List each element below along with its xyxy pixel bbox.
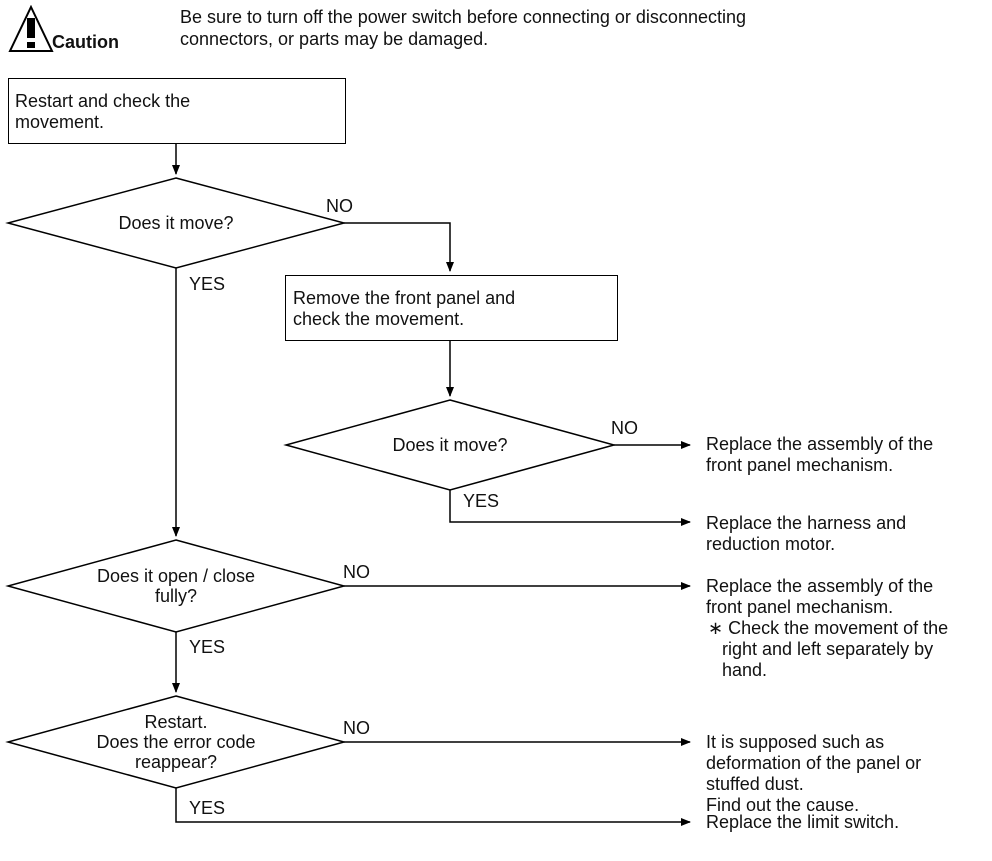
decision4-question-line-2: Does the error code [96, 732, 256, 752]
decision3-no-label: NO [343, 562, 370, 582]
decision3-yes-label: YES [189, 637, 226, 657]
result-limit-switch-line-1: Replace the limit switch. [706, 812, 900, 832]
result-replace-panel-1: Replace the assembly of the front panel … [706, 434, 933, 476]
decision4-question-line-1: Restart. [144, 712, 208, 732]
result-replace-panel-2-note-2: right and left separately by [722, 639, 934, 659]
decision1-question: Does it move? [118, 213, 234, 233]
decision2-no-label: NO [611, 418, 638, 438]
decision3-question-line-2: fully? [154, 586, 198, 606]
result-replace-panel-1-line-2: front panel mechanism. [706, 455, 894, 475]
step-restart-line-2: movement. [15, 112, 105, 132]
decision1-yes-label: YES [189, 274, 226, 294]
caution-line-1: Be sure to turn off the power switch bef… [180, 7, 746, 27]
step-restart-box: Restart and check the movement. [8, 78, 346, 144]
result-deformation: It is supposed such as deformation of th… [706, 732, 921, 816]
decision2-yes-label: YES [463, 491, 500, 511]
result-replace-panel-2-line-1: Replace the assembly of the [706, 576, 934, 596]
result-harness-line-2: reduction motor. [706, 534, 836, 554]
result-harness: Replace the harness and reduction motor. [706, 513, 906, 555]
result-replace-panel-2-line-2: front panel mechanism. [706, 597, 894, 617]
decision1-no-label: NO [326, 196, 353, 216]
result-deformation-line-4: Find out the cause. [706, 795, 860, 815]
step-front-panel-box: Remove the front panel and check the mov… [285, 275, 618, 341]
result-replace-panel-2-note-1: ∗ Check the movement of the [708, 618, 949, 638]
result-harness-line-1: Replace the harness and [706, 513, 907, 533]
decision4-yes-label: YES [189, 798, 226, 818]
decision4-question-line-3: reappear? [134, 752, 218, 772]
step-restart-line-1: Restart and check the [15, 91, 191, 111]
result-replace-panel-2-note-3: hand. [722, 660, 768, 680]
decision4-no-label: NO [343, 718, 370, 738]
result-deformation-line-2: deformation of the panel or [706, 753, 922, 773]
result-replace-panel-1-line-1: Replace the assembly of the [706, 434, 934, 454]
result-deformation-line-3: stuffed dust. [706, 774, 804, 794]
caution-line-2: connectors, or parts may be damaged. [180, 29, 489, 49]
step-front-panel-line-1: Remove the front panel and [293, 288, 516, 308]
decision2-question: Does it move? [392, 435, 508, 455]
result-deformation-line-1: It is supposed such as [706, 732, 885, 752]
caution-label: Caution [52, 32, 119, 52]
warning-triangle-icon [8, 5, 54, 52]
step-front-panel-line-2: check the movement. [293, 309, 465, 329]
result-replace-panel-2: Replace the assembly of the front panel … [706, 576, 948, 681]
result-limit-switch: Replace the limit switch. [706, 812, 899, 833]
caution-message: Be sure to turn off the power switch bef… [180, 6, 746, 50]
decision3-question-line-1: Does it open / close [96, 566, 256, 586]
